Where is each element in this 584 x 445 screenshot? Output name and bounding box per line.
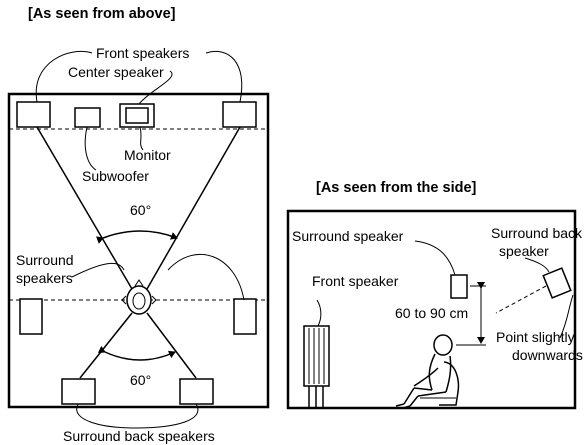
side-front-speaker [303,325,330,387]
front-angle-arc [95,230,178,244]
front-speakers-leader-left [35,50,93,103]
point-label-line2: downwards [512,347,583,363]
side-surround-speaker [450,274,468,299]
front-angle-label: 60° [130,202,151,218]
subwoofer-leader [84,126,97,171]
front-right-speaker [222,101,257,128]
center-speaker-leader [138,70,173,105]
surround-back-right-speaker [179,378,214,405]
front-speakers-leader-right [205,51,243,103]
front-speakers-label: Front speakers [96,45,189,61]
side-surround-back-leader [524,257,550,273]
point-label-line1: Point slightly [496,329,575,345]
right-back-sightline [146,312,197,379]
surround-back-direction-line [495,285,547,314]
side-surround-back-speaker [542,267,572,299]
surround-back-left-speaker [61,378,96,405]
listener-head-top [132,292,146,310]
height-range-label: 60 to 90 cm [395,305,468,321]
surround-leader [71,253,245,301]
left-back-sightline [79,312,133,379]
subwoofer-label: Subwoofer [82,168,149,184]
top-view-title: [As seen from above] [28,6,176,22]
side-view-room [286,209,577,410]
listener-left-ear [121,295,127,305]
surround-label-line2: speakers [16,270,73,286]
side-front-speaker-leader [316,299,322,327]
surround-label-line1: Surround [16,252,74,268]
side-surround-leader [414,240,456,276]
side-view-title: [As seen from the side] [316,180,477,196]
front-speaker-label: Front speaker [312,273,399,289]
left-front-sightline [36,126,133,290]
surround-left-speaker [19,298,43,335]
surround-back-label-line2: speaker [499,243,549,259]
surround-back-leader [76,403,199,429]
center-speaker-label: Center speaker [68,64,164,80]
surround-back-label: Surround back speakers [63,428,215,444]
listener-right-ear [151,295,157,305]
surround-back-label-line1: Surround back [491,225,583,241]
center-speaker-box [125,107,149,124]
top-view-room [7,92,270,409]
back-angle-arc [97,345,176,361]
seated-listener [395,334,460,409]
subwoofer-box [74,107,101,128]
listener-head [126,285,152,315]
back-angle-label: 60° [130,372,151,388]
right-front-sightline [146,126,241,290]
monitor-leader [139,126,144,151]
point-label-leader [559,294,574,339]
monitor-label: Monitor [124,147,171,163]
front-left-speaker [16,101,51,128]
surround-speaker-label: Surround speaker [292,228,404,244]
surround-right-speaker [233,298,257,335]
listener-nose [134,279,144,287]
